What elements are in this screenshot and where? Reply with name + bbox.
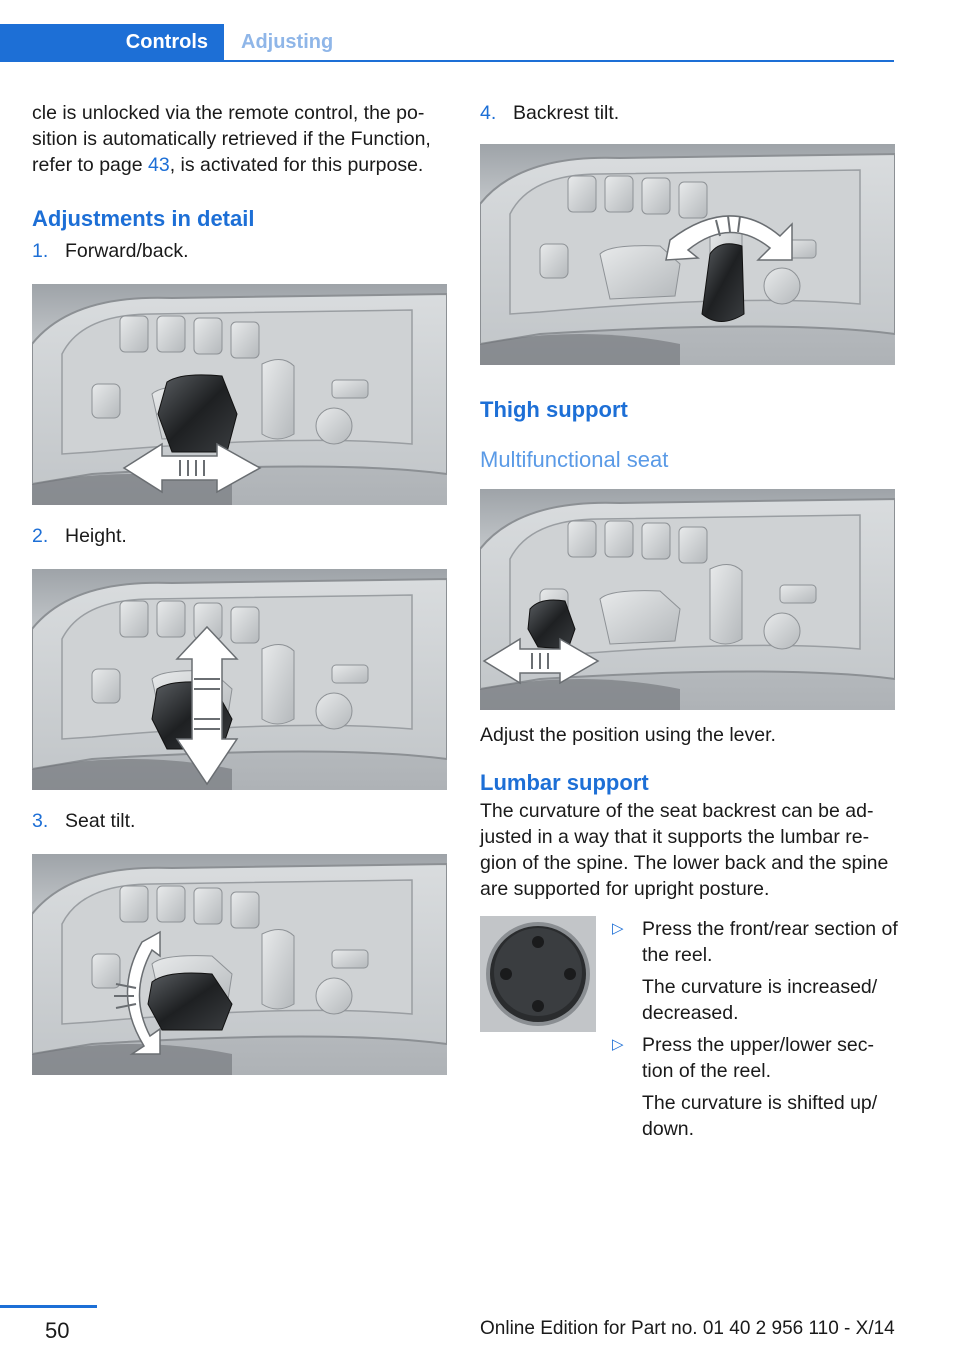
intro-paragraph: cle is unlocked via the remote control, … <box>32 100 452 178</box>
left-column: cle is unlocked via the remote control, … <box>32 100 452 1075</box>
backrest-tilt-photo <box>480 144 895 365</box>
multifunctional-seat-heading: Multifunctional seat <box>480 447 669 472</box>
lumbar-bullet-2: ▷ Press the upper/lower sec-tion of the … <box>612 1032 900 1142</box>
footer-rule <box>0 1305 97 1308</box>
lumbar-reel-photo <box>480 916 596 1032</box>
step-height: 2. Height. <box>32 523 452 549</box>
lumbar-support-heading: Lumbar support <box>480 770 649 795</box>
edition-text: Online Edition for Part no. 01 40 2 956 … <box>480 1318 895 1339</box>
tab-controls-label: Controls <box>125 30 208 53</box>
tab-adjusting-label: Adjusting <box>241 30 334 53</box>
step-label: Forward/back. <box>65 240 189 262</box>
triangle-bullet-icon: ▷ <box>612 1036 624 1053</box>
step-number: 3. <box>32 810 49 832</box>
triangle-bullet-icon: ▷ <box>612 920 624 937</box>
lumbar-section: ▷ Press the front/rear section of the re… <box>480 916 900 1142</box>
page-link[interactable]: 43 <box>148 154 170 176</box>
intro-text-end: , is activated for this purpose. <box>169 154 424 176</box>
step-backrest-tilt: 4. Backrest tilt. <box>480 100 900 126</box>
thigh-support-heading: Thigh support <box>480 397 628 422</box>
forward-back-photo <box>32 284 447 505</box>
lumbar-support-text: The curvature of the seat backrest can b… <box>480 800 889 900</box>
step-forward-back: 1. Forward/back. <box>32 238 452 264</box>
bullet-result: The curvature is shifted up/ down. <box>642 1092 878 1140</box>
header-rule <box>0 60 894 62</box>
lumbar-bullet-1: ▷ Press the front/rear section of the re… <box>612 916 900 1026</box>
tab-adjusting[interactable]: Adjusting <box>224 24 333 60</box>
tab-controls[interactable]: Controls <box>0 24 224 60</box>
height-photo <box>32 569 447 790</box>
step-seat-tilt: 3. Seat tilt. <box>32 808 452 834</box>
bullet-text: Press the upper/lower sec-tion of the re… <box>642 1034 874 1082</box>
step-label: Seat tilt. <box>65 810 136 832</box>
thigh-support-text: Adjust the position using the lever. <box>480 724 776 746</box>
thigh-support-photo <box>480 489 895 710</box>
bullet-result: The curvature is increased/ decreased. <box>642 976 878 1024</box>
step-number: 4. <box>480 102 497 124</box>
adjustments-heading: Adjustments in detail <box>32 206 255 231</box>
seat-tilt-photo <box>32 854 447 1075</box>
step-number: 1. <box>32 240 49 262</box>
bullet-text: Press the front/rear section of the reel… <box>642 918 898 966</box>
lumbar-bullets: ▷ Press the front/rear section of the re… <box>612 916 900 1142</box>
step-label: Height. <box>65 525 127 547</box>
step-number: 2. <box>32 525 49 547</box>
right-column: 4. Backrest tilt. Thigh support Multifun… <box>480 100 900 1142</box>
step-label: Backrest tilt. <box>513 102 620 124</box>
page-header: Controls Adjusting <box>0 0 960 62</box>
intro-text-start: cle is unlocked via the remote control, … <box>32 102 431 176</box>
page-number: 50 <box>45 1318 70 1343</box>
